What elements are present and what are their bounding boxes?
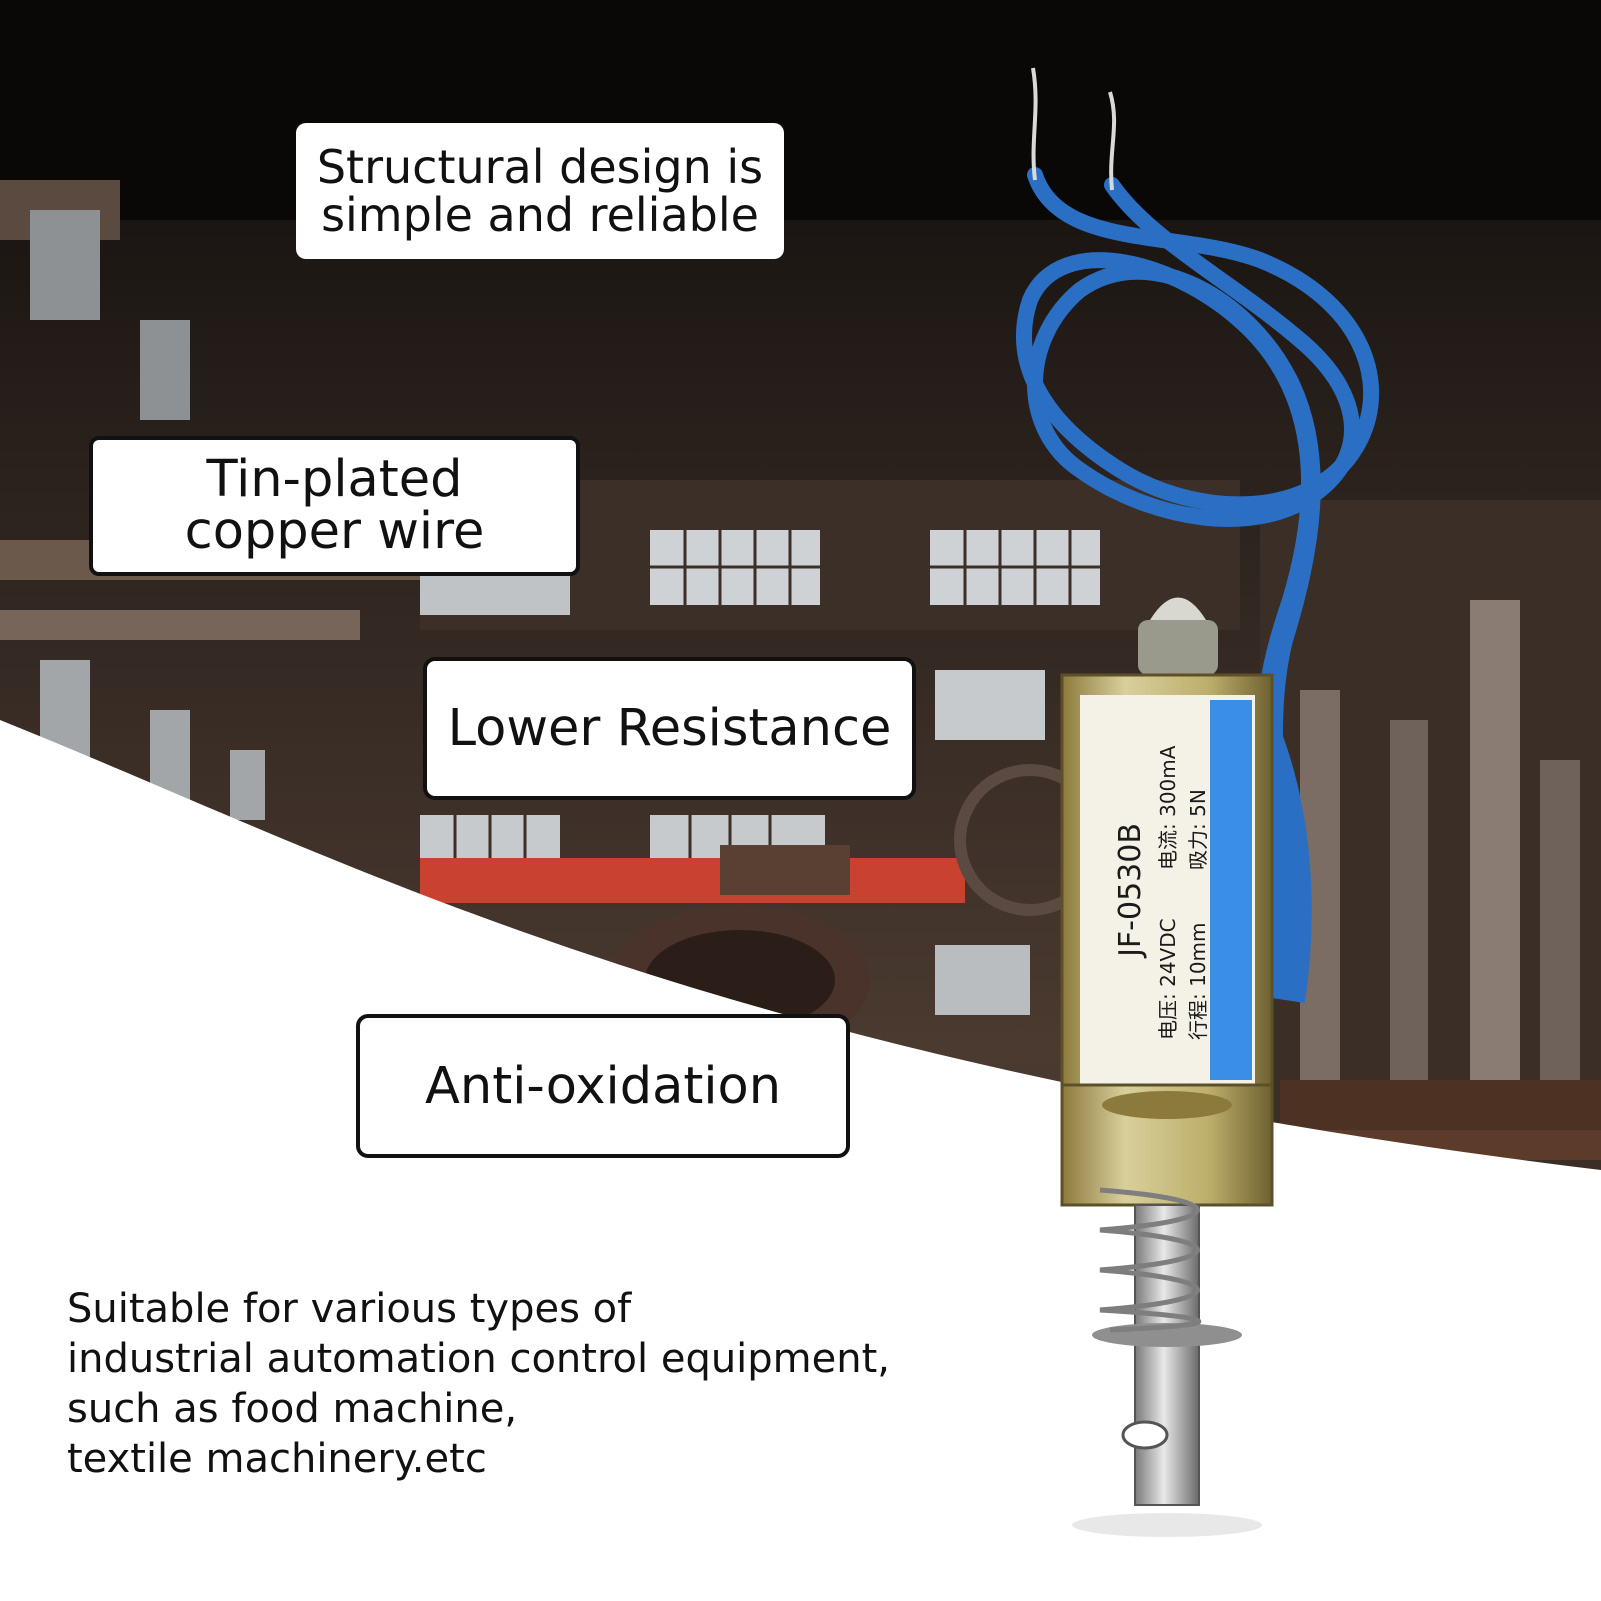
callout-structural-line-1: Structural design is bbox=[316, 140, 764, 194]
callout-wire-line-2: copper wire bbox=[184, 502, 485, 561]
description-line-4: textile machinery.etc bbox=[67, 1436, 487, 1482]
spec-force: 吸力: 5N bbox=[1186, 789, 1210, 870]
callout-anti-oxidation: Anti-oxidation bbox=[356, 1014, 850, 1158]
red-banner bbox=[420, 858, 965, 903]
callout-tin-plated-wire: Tin-plated copper wire bbox=[89, 436, 580, 576]
white-sweep-panel bbox=[0, 720, 1601, 1601]
bare-wire-ends bbox=[1031, 67, 1117, 191]
callout-wire-line-1: Tin-plated bbox=[206, 450, 463, 509]
description-line-2: industrial automation control equipment, bbox=[67, 1336, 891, 1382]
application-description: Suitable for various types of industrial… bbox=[67, 1284, 967, 1484]
description-line-1: Suitable for various types of bbox=[67, 1286, 632, 1332]
callout-structural-design: Structural design is simple and reliable bbox=[296, 123, 784, 259]
solenoid-label-text: JF-0530B bbox=[1113, 823, 1148, 959]
description-line-3: such as food machine, bbox=[67, 1386, 518, 1432]
spec-lines: 电压: 24VDC 电流: 300mA 行程: 10mm 吸力: 5N bbox=[1156, 745, 1210, 1040]
callout-resistance-text: Lower Resistance bbox=[447, 699, 892, 758]
right-pillars bbox=[1260, 500, 1601, 1200]
callout-lower-resistance: Lower Resistance bbox=[423, 657, 916, 800]
spec-stroke: 行程: 10mm bbox=[1186, 922, 1210, 1040]
spec-voltage: 电压: 24VDC bbox=[1156, 918, 1180, 1040]
plunger-spring bbox=[1072, 1187, 1262, 1537]
callout-oxidation-text: Anti-oxidation bbox=[424, 1056, 782, 1116]
blue-lead-wires bbox=[1016, 167, 1380, 848]
label-blue-stripe bbox=[1210, 700, 1252, 1080]
ceiling bbox=[0, 0, 1601, 220]
solenoid-body bbox=[1060, 597, 1274, 1207]
model-number: JF-0530B bbox=[1113, 823, 1148, 959]
spec-current: 电流: 300mA bbox=[1156, 745, 1180, 870]
callout-structural-line-2: simple and reliable bbox=[321, 188, 759, 242]
